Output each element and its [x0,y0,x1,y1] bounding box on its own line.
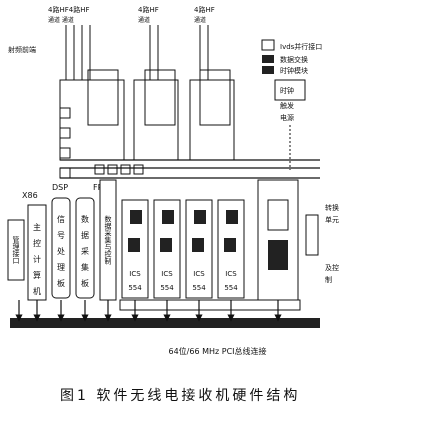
right-box-clock-label: 时钟 [280,86,294,95]
fpga-col-4: 集 [81,262,89,272]
figure-number: 图1 [60,388,89,404]
left-col-3: 计 [33,254,41,264]
dsp-col-2: 号 [57,231,65,240]
mid-bus-lines [60,159,320,179]
ics-module-4: ICS 554 [217,199,245,299]
ics-sub-2: 554 [160,284,174,292]
ics-sub-3: 554 [192,284,206,292]
right-panel-4: 制 [325,275,332,284]
bus-arrows [15,300,282,322]
ics-base-frame [119,299,301,311]
ics-label-1: ICS [129,270,141,278]
fpga-col-5: 板 [81,278,89,288]
port-squares [59,107,144,179]
ics-module-2: ICS 554 [153,199,181,299]
legend-swatch-2 [262,55,274,63]
ics-label-4: ICS [225,270,237,278]
legend-item-1: 数据交换 [280,55,308,64]
fpga-board-box [75,197,95,299]
mgmt-interface-label: 管理接口 [12,235,20,264]
ics-module-3: ICS 554 [185,199,213,299]
legend-swatch-3 [262,66,274,74]
right-panel-1: 转换 [325,203,339,212]
ics-sub-4: 554 [224,284,238,292]
row-label-x86: X86 [22,191,38,200]
right-panel-2: 单元 [325,215,339,224]
ics-label-2: ICS [161,270,173,278]
right-panel-inner-1 [267,199,289,231]
dsp-col-1: 信 [57,214,65,224]
right-box-trigger-label: 触发 [280,101,294,110]
rf-frontend-label: 射频前端 [8,45,36,54]
top-header-3: 4路HF [194,5,215,14]
pci-bus-bar [10,318,320,328]
ics-modules: ICS 554 ICS 554 ICS 554 ICS 554 [121,199,245,299]
row-label-dsp: DSP [52,183,68,192]
upper-inner-2 [144,69,176,126]
figure-title: 软件无线电接收机硬件结构 [96,388,301,404]
left-col-4: 算 [33,270,41,280]
dsp-col-5: 板 [57,278,65,288]
dsp-board-box [51,197,71,299]
fpga-col-3: 采 [81,246,89,256]
upper-inner-3 [199,69,231,126]
upper-block-2 [133,79,179,161]
fpga-col-2: 据 [81,230,89,240]
dsp-col-4: 理 [57,263,65,272]
main-computer-box [27,204,47,301]
fpga-col-1: 数 [81,214,89,224]
left-col-5: 机 [33,286,41,296]
right-bracket [305,214,319,256]
right-panel-3: 及控 [325,263,339,272]
right-box-power-label: 电源 [280,113,294,122]
legend-item-2: 时钟模块 [280,66,308,75]
legend-swatch-1 [261,39,275,51]
upper-inner-1 [87,69,119,126]
left-col-2: 控 [33,238,41,248]
input-lines [65,25,209,80]
mgmt-interface-box [7,219,25,281]
top-sublabel-3: 通道 [194,16,206,24]
dsp-col-3: 处 [57,246,65,256]
top-header-2: 4路HF [138,5,159,14]
pci-bus-label: 64位/66 MHz PCI总线连接 [168,347,267,356]
ics-label-3: ICS [193,270,205,278]
ics-module-1: ICS 554 [121,199,149,299]
left-col-1: 主 [33,222,41,232]
upper-block-3 [189,79,235,161]
legend-title: Ivds并行接口 [280,42,322,51]
right-panel-inner-2 [268,240,288,270]
top-sublabel-1: 通道 通道 [48,16,74,24]
figure-caption: 图1 软件无线电接收机硬件结构 [0,385,435,405]
right-box-clock [274,79,306,101]
fpga-tall-label: 数据采集与控制 [104,215,112,266]
top-header-1: 4路HF4路HF [48,5,90,14]
top-sublabel-2: 通道 [138,16,150,24]
ics-sub-1: 554 [128,284,142,292]
